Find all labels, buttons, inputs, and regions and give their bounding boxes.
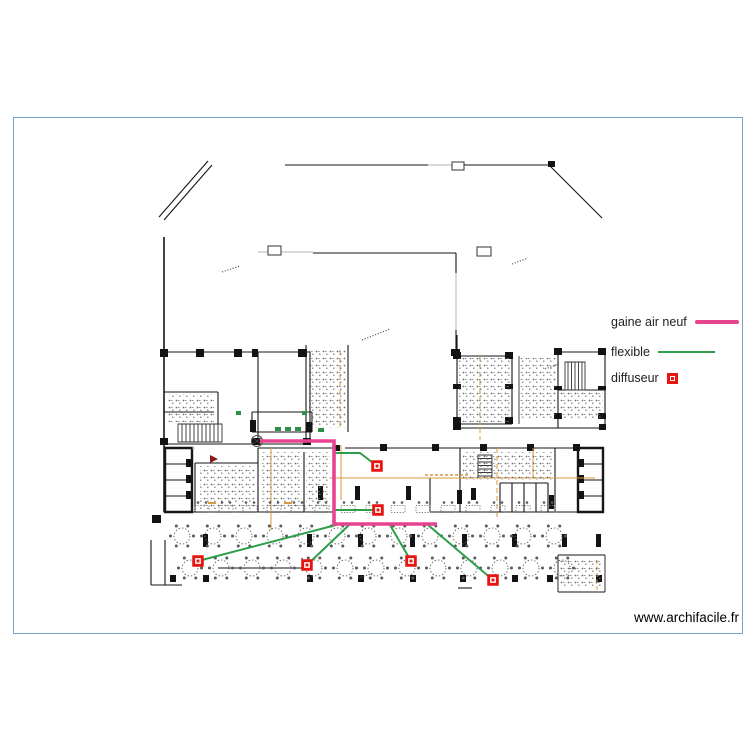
round-table <box>200 524 226 548</box>
rect-table <box>465 501 481 513</box>
round-table <box>386 524 412 548</box>
legend-item-flexible: flexible <box>611 345 715 359</box>
rect-table <box>218 501 234 513</box>
round-table <box>208 556 234 580</box>
hvac-overlay-layer <box>192 439 499 586</box>
rect-table <box>290 501 306 513</box>
gaine-air-neuf-duct[interactable] <box>260 439 437 526</box>
walls <box>150 160 606 593</box>
legend-item-diffuseur: diffuseur <box>611 371 678 385</box>
rect-table <box>415 501 431 513</box>
rect-table <box>440 501 456 513</box>
round-table <box>518 556 544 580</box>
flexible-line[interactable] <box>427 524 494 581</box>
diffuseur-marker[interactable] <box>372 504 384 516</box>
legend-label-diffuseur: diffuseur <box>611 371 659 385</box>
round-table <box>549 556 575 580</box>
diffuseur-marker[interactable] <box>405 555 417 567</box>
watermark: www.archifacile.fr <box>633 610 739 625</box>
annotation-squiggles <box>221 257 560 579</box>
round-table <box>425 556 451 580</box>
round-table <box>231 524 257 548</box>
flexible-line-swatch <box>657 350 715 354</box>
flexible-line[interactable] <box>197 524 337 562</box>
round-table <box>355 524 381 548</box>
rect-table <box>266 501 282 513</box>
rect-table <box>194 501 210 513</box>
legend-item-gaine-air-neuf: gaine air neuf <box>611 315 739 329</box>
diffuseur-icon <box>666 372 678 384</box>
flexible-line[interactable] <box>389 524 412 562</box>
rect-table <box>490 501 506 513</box>
sheet-border <box>13 117 743 634</box>
round-table <box>448 524 474 548</box>
light-walls <box>192 164 457 449</box>
round-table <box>479 524 505 548</box>
diffuseur-marker[interactable] <box>192 555 204 567</box>
legend-label-flexible: flexible <box>611 345 650 359</box>
furniture-speckle-zones <box>168 350 603 588</box>
round-table <box>363 556 389 580</box>
rect-table <box>515 501 531 513</box>
round-table <box>270 556 296 580</box>
door-marker <box>210 455 218 463</box>
rect-table <box>390 501 406 513</box>
flexible-line[interactable] <box>306 524 350 566</box>
legend-label-gaine-air-neuf: gaine air neuf <box>611 315 687 329</box>
round-table <box>541 524 567 548</box>
round-table <box>332 556 358 580</box>
rect-table <box>242 501 258 513</box>
round-table <box>169 524 195 548</box>
round-table <box>239 556 265 580</box>
label-boxes <box>267 161 492 257</box>
round-table <box>510 524 536 548</box>
diffuseur-marker[interactable] <box>301 559 313 571</box>
diffuseur-marker[interactable] <box>487 574 499 586</box>
flexible-line[interactable] <box>333 452 378 467</box>
plants <box>236 411 324 432</box>
gaine-air-neuf-line-swatch <box>694 320 739 324</box>
round-table <box>262 524 288 548</box>
diffuseur-marker[interactable] <box>371 460 383 472</box>
rect-table <box>540 501 556 513</box>
rect-table <box>314 501 330 513</box>
